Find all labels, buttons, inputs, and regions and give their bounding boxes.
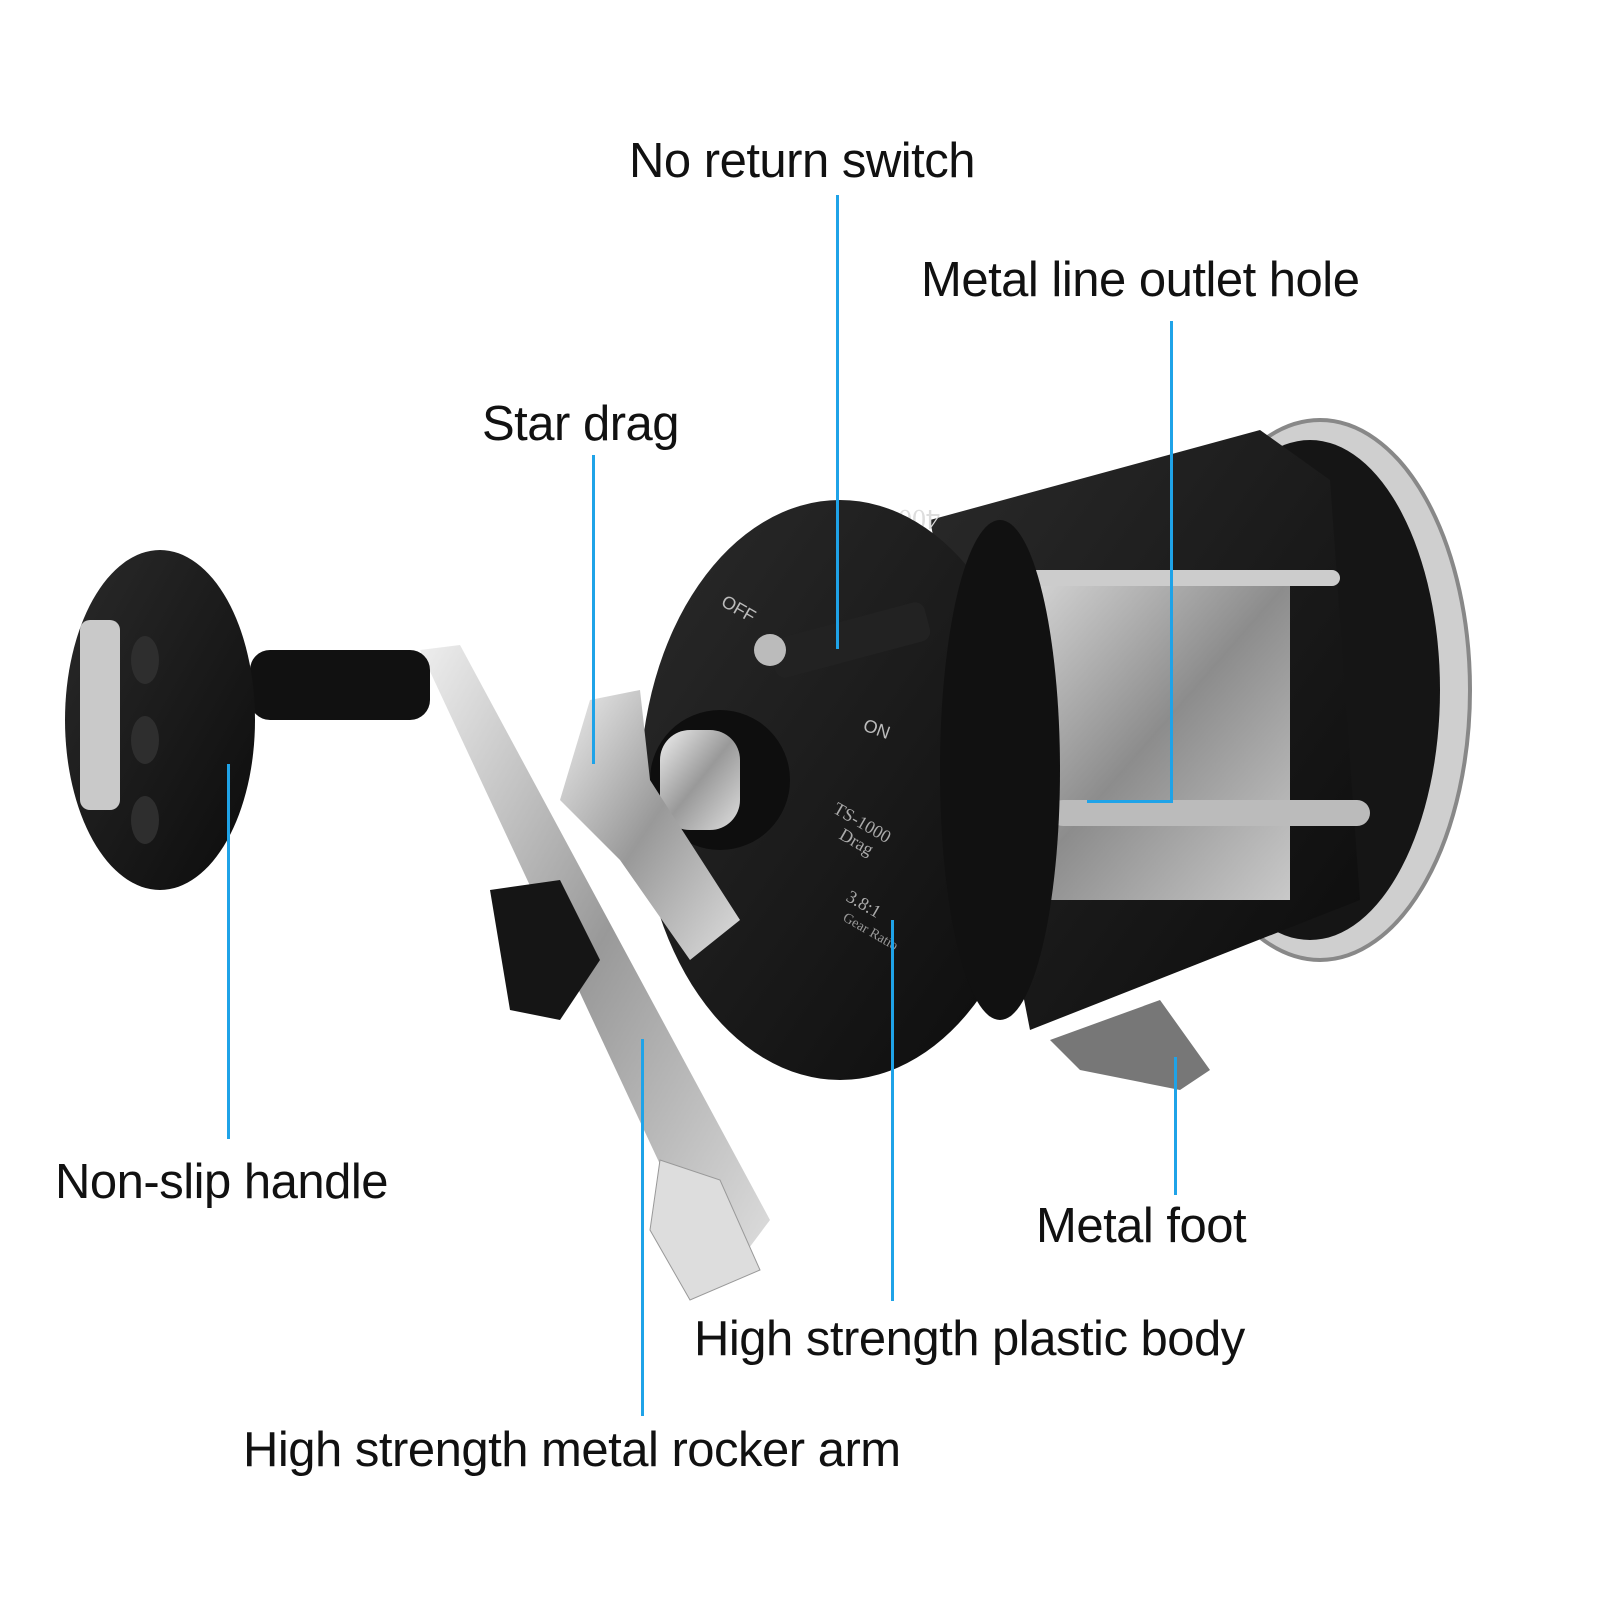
leader-line-line-outlet-horizontal (1087, 800, 1173, 803)
leader-line-line-outlet (1170, 321, 1173, 803)
leader-line-body (891, 920, 894, 1301)
arm-nut (490, 880, 600, 1020)
leader-line-star-drag (592, 455, 595, 764)
label-metal-foot: Metal foot (1036, 1199, 1247, 1253)
leader-line-no-return-switch (836, 195, 839, 649)
arm-end-cap (649, 1159, 761, 1301)
label-star-drag: Star drag (482, 397, 680, 451)
no-return-switch-lever (769, 602, 931, 678)
star-drag (560, 690, 740, 960)
leader-line-foot (1174, 1057, 1177, 1195)
leader-line-handle (227, 764, 230, 1139)
label-rocker-arm: High strength metal rocker arm (243, 1423, 901, 1477)
label-no-return-switch: No return switch (629, 134, 976, 188)
label-non-slip-handle: Non-slip handle (55, 1155, 389, 1209)
label-plastic-body: High strength plastic body (694, 1312, 1245, 1366)
drag-knob (660, 730, 740, 830)
reel-foot (1050, 1000, 1210, 1090)
label-line-outlet-hole: Metal line outlet hole (921, 253, 1360, 307)
leader-line-rocker-arm (641, 1039, 644, 1416)
side-plate (640, 500, 1040, 1080)
